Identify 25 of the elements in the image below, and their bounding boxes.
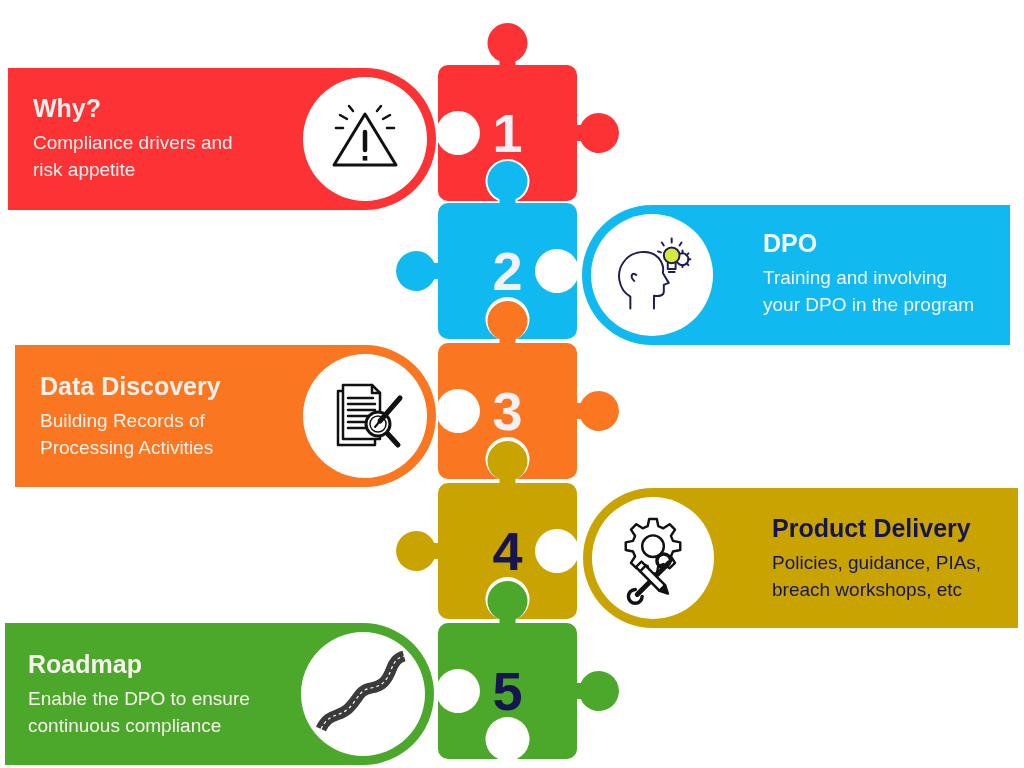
step-title: Roadmap [28, 649, 142, 680]
step-description: Training and involving your DPO in the program [763, 266, 975, 317]
step-title: Data Discovery [40, 371, 221, 402]
step-number: 1 [492, 106, 523, 160]
step-description: Building Records of Processing Activities [40, 409, 215, 460]
step-description: Enable the DPO to ensure continuous compliance [28, 687, 251, 738]
step-banner [5, 623, 434, 765]
puzzle-piece [438, 301, 619, 479]
step-number: 4 [492, 524, 523, 578]
puzzle-piece [396, 161, 577, 339]
step-banner [582, 205, 1010, 345]
step-banner [583, 488, 1018, 628]
step-banner [15, 345, 436, 487]
puzzle-piece [438, 581, 619, 759]
step-title: Why? [33, 93, 102, 124]
step-number: 2 [492, 244, 523, 298]
step-description: Compliance drivers and risk appetite [33, 131, 234, 182]
step-banner [8, 68, 436, 210]
puzzle-piece [396, 441, 577, 619]
step-description: Policies, guidance, PIAs, breach workshops, etc [772, 551, 983, 602]
step-title: Product Delivery [772, 513, 971, 544]
puzzle-piece [438, 23, 619, 201]
step-number: 3 [492, 384, 523, 438]
step-title: DPO [763, 228, 818, 259]
step-number: 5 [492, 664, 523, 718]
